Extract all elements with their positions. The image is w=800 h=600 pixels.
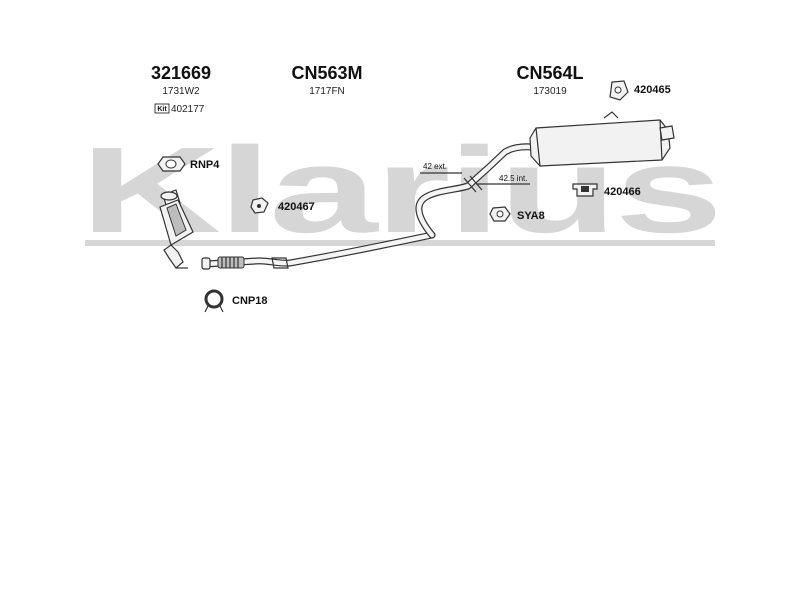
- rear-silencer: [529, 111, 675, 167]
- part-420466: 420466: [572, 183, 641, 198]
- part-rnp4: RNP4: [157, 156, 220, 172]
- assembly-sub-code: 1717FN: [309, 86, 345, 97]
- assembly-code: 321669: [151, 63, 211, 83]
- mounting-bracket-icon: [572, 183, 598, 197]
- assembly-label-cn563m: CN563M 1717FN: [291, 63, 362, 97]
- assembly-sub-code: 1731W2: [162, 86, 200, 97]
- diameter-markers: 42 ext. 42.5 int.: [420, 162, 530, 193]
- dimension-int-label: 42.5 int.: [499, 174, 527, 183]
- part-cnp18: CNP18: [204, 289, 267, 313]
- dimension-ext-label: 42 ext.: [423, 162, 447, 171]
- kit-code: 402177: [171, 104, 205, 115]
- assembly-code: CN564L: [516, 63, 583, 83]
- gasket-icon: [157, 156, 186, 172]
- part-code-label: CNP18: [232, 295, 267, 307]
- part-420467: 420467: [250, 197, 315, 214]
- part-420465: 420465: [609, 80, 671, 101]
- assembly-sub-code: 173019: [533, 86, 567, 97]
- rear-pipe: [415, 143, 544, 239]
- part-sya8: SYA8: [489, 206, 545, 222]
- part-code-label: 420465: [634, 84, 671, 96]
- kit-badge-label: Kit: [157, 106, 167, 113]
- assembly-code: CN563M: [291, 63, 362, 83]
- part-code-label: 420466: [604, 186, 641, 198]
- part-code-label: SYA8: [517, 210, 545, 222]
- part-code-label: RNP4: [190, 159, 220, 171]
- rubber-hanger-icon: [609, 80, 629, 101]
- catalytic-converter: [159, 189, 194, 269]
- rubber-mount-icon: [250, 197, 269, 214]
- clamp-icon: [204, 289, 224, 313]
- kit-badge-icon: [154, 103, 170, 114]
- front-pipe: [201, 231, 436, 270]
- assembly-label-321669: 321669 1731W2 Kit 402177: [151, 63, 211, 115]
- part-code-label: 420467: [278, 201, 315, 213]
- assembly-label-cn564l: CN564L 173019: [516, 63, 583, 97]
- hanger-clip-icon: [489, 206, 511, 222]
